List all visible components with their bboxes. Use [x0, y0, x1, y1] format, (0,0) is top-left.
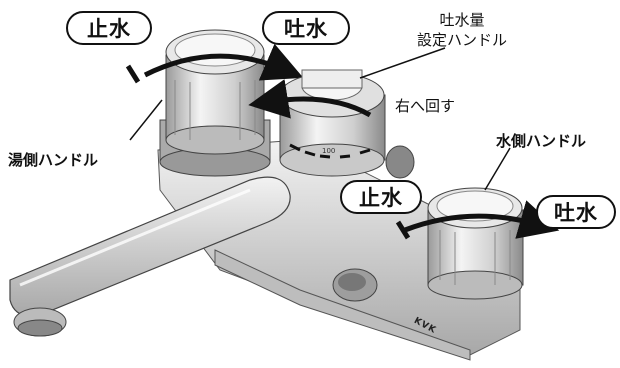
discharge-label-right: 吐水 — [536, 195, 616, 229]
discharge-arrow-left — [143, 43, 304, 81]
cold-side-handle — [427, 187, 524, 300]
flow-rate-handle-label: 吐水量 設定ハンドル — [416, 11, 507, 49]
arrowhead-right-stop — [395, 220, 411, 240]
hot-side-handle-label: 湯側ハンドル — [8, 151, 99, 169]
flow-rate-dial — [279, 69, 386, 177]
turn-right-arrow — [248, 79, 372, 119]
dial-scale-value: 100 — [322, 147, 336, 155]
discharge-arrow-right — [404, 200, 560, 239]
stop-label-right: 止水 — [340, 180, 422, 214]
flow-handle-leader — [359, 47, 446, 79]
hot-side-handle — [159, 29, 271, 177]
spout — [9, 176, 291, 337]
stop-label-left: 止水 — [66, 11, 152, 45]
discharge-label-left: 吐水 — [262, 11, 350, 45]
cold-handle-leader — [484, 147, 511, 191]
cold-side-handle-label: 水側ハンドル — [496, 132, 587, 150]
arrowhead-left-stop — [125, 64, 141, 84]
turn-right-label: 右へ回す — [395, 97, 456, 115]
hot-handle-leader — [129, 99, 163, 141]
